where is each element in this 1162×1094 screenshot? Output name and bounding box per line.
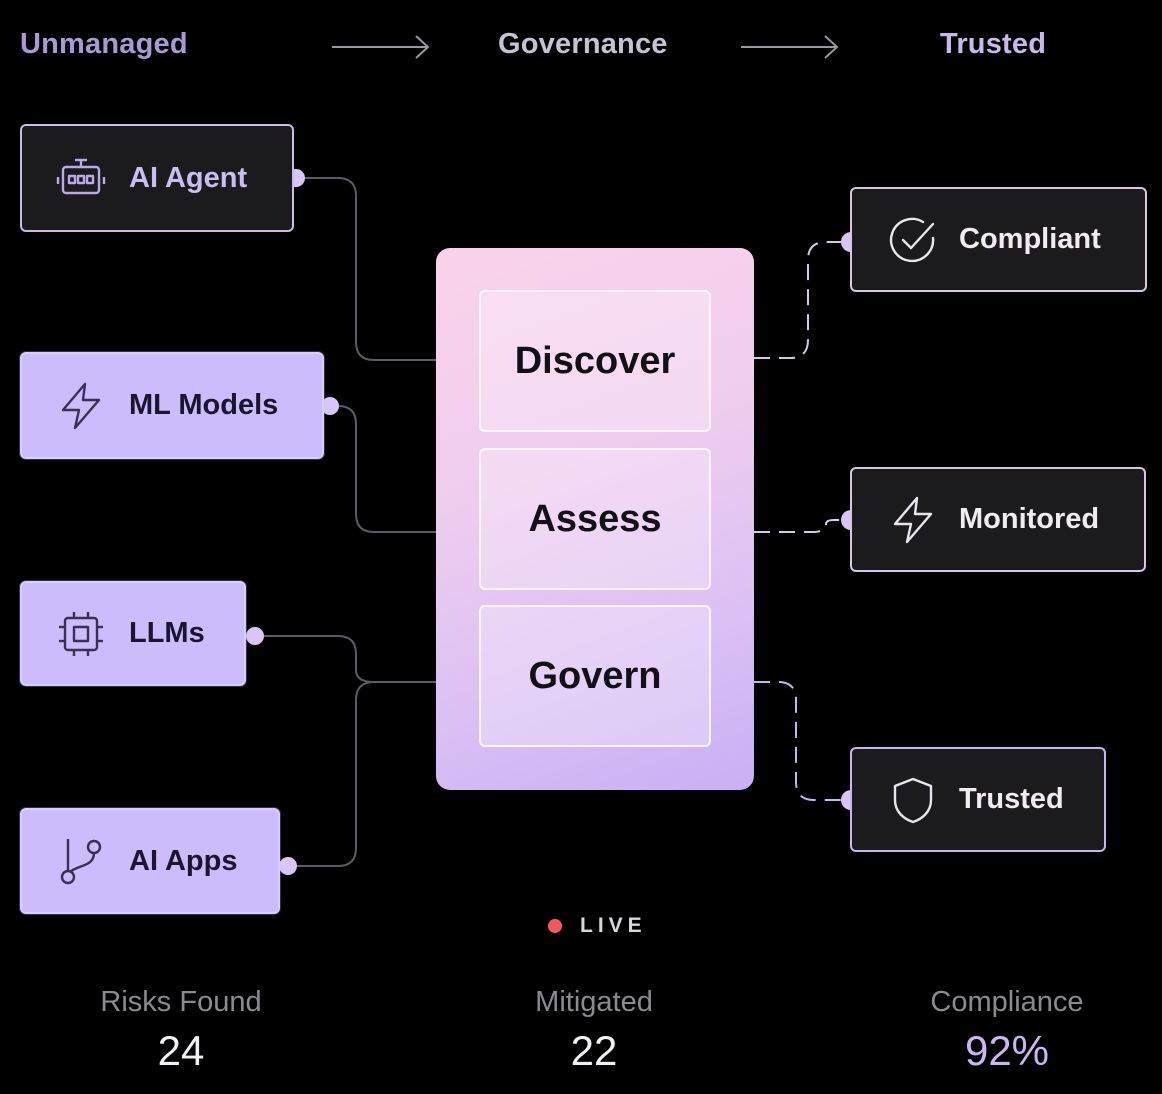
step-govern[interactable]: Govern [479, 605, 711, 747]
check-circle-icon [887, 214, 939, 266]
metric-label: Compliance [930, 986, 1084, 1018]
output-monitored[interactable]: Monitored [850, 467, 1146, 572]
arrow-right-icon [741, 35, 839, 59]
input-ml-models[interactable]: ML Models [20, 352, 324, 459]
metric-label: Risks Found [100, 986, 262, 1018]
metric-label: Mitigated [535, 986, 653, 1018]
metric-mitigated: Mitigated 22 [474, 986, 714, 1075]
lightning-icon [887, 494, 939, 546]
arrow-right-icon [332, 35, 430, 59]
step-discover[interactable]: Discover [479, 290, 711, 432]
metric-risks-found: Risks Found 24 [61, 986, 301, 1075]
chip-icon [55, 608, 107, 660]
input-label: LLMs [129, 617, 205, 649]
live-indicator: LIVE [548, 914, 647, 938]
shield-icon [887, 774, 939, 826]
lightning-icon [55, 380, 107, 432]
metric-value: 24 [157, 1027, 205, 1074]
git-branch-icon [55, 835, 107, 887]
step-assess[interactable]: Assess [479, 448, 711, 590]
input-llms[interactable]: LLMs [20, 581, 246, 686]
output-label: Compliant [959, 223, 1101, 255]
metric-compliance: Compliance 92% [887, 986, 1127, 1075]
input-ai-agent[interactable]: AI Agent [20, 124, 294, 232]
output-label: Monitored [959, 503, 1100, 535]
robot-icon [55, 152, 107, 204]
metric-value: 22 [570, 1027, 618, 1074]
live-label: LIVE [580, 914, 647, 937]
governance-panel: Discover Assess Govern [436, 248, 754, 790]
metric-value: 92% [964, 1027, 1050, 1074]
input-ai-apps[interactable]: AI Apps [20, 808, 280, 914]
output-compliant[interactable]: Compliant [850, 187, 1147, 292]
stage-governance: Governance [498, 28, 668, 60]
stage-unmanaged: Unmanaged [20, 28, 188, 60]
output-label: Trusted [959, 783, 1064, 815]
input-label: AI Agent [129, 161, 248, 194]
output-trusted[interactable]: Trusted [850, 747, 1106, 852]
input-label: ML Models [129, 389, 279, 421]
stage-trusted: Trusted [940, 28, 1047, 60]
live-dot-icon [548, 919, 562, 933]
input-label: AI Apps [129, 844, 238, 877]
